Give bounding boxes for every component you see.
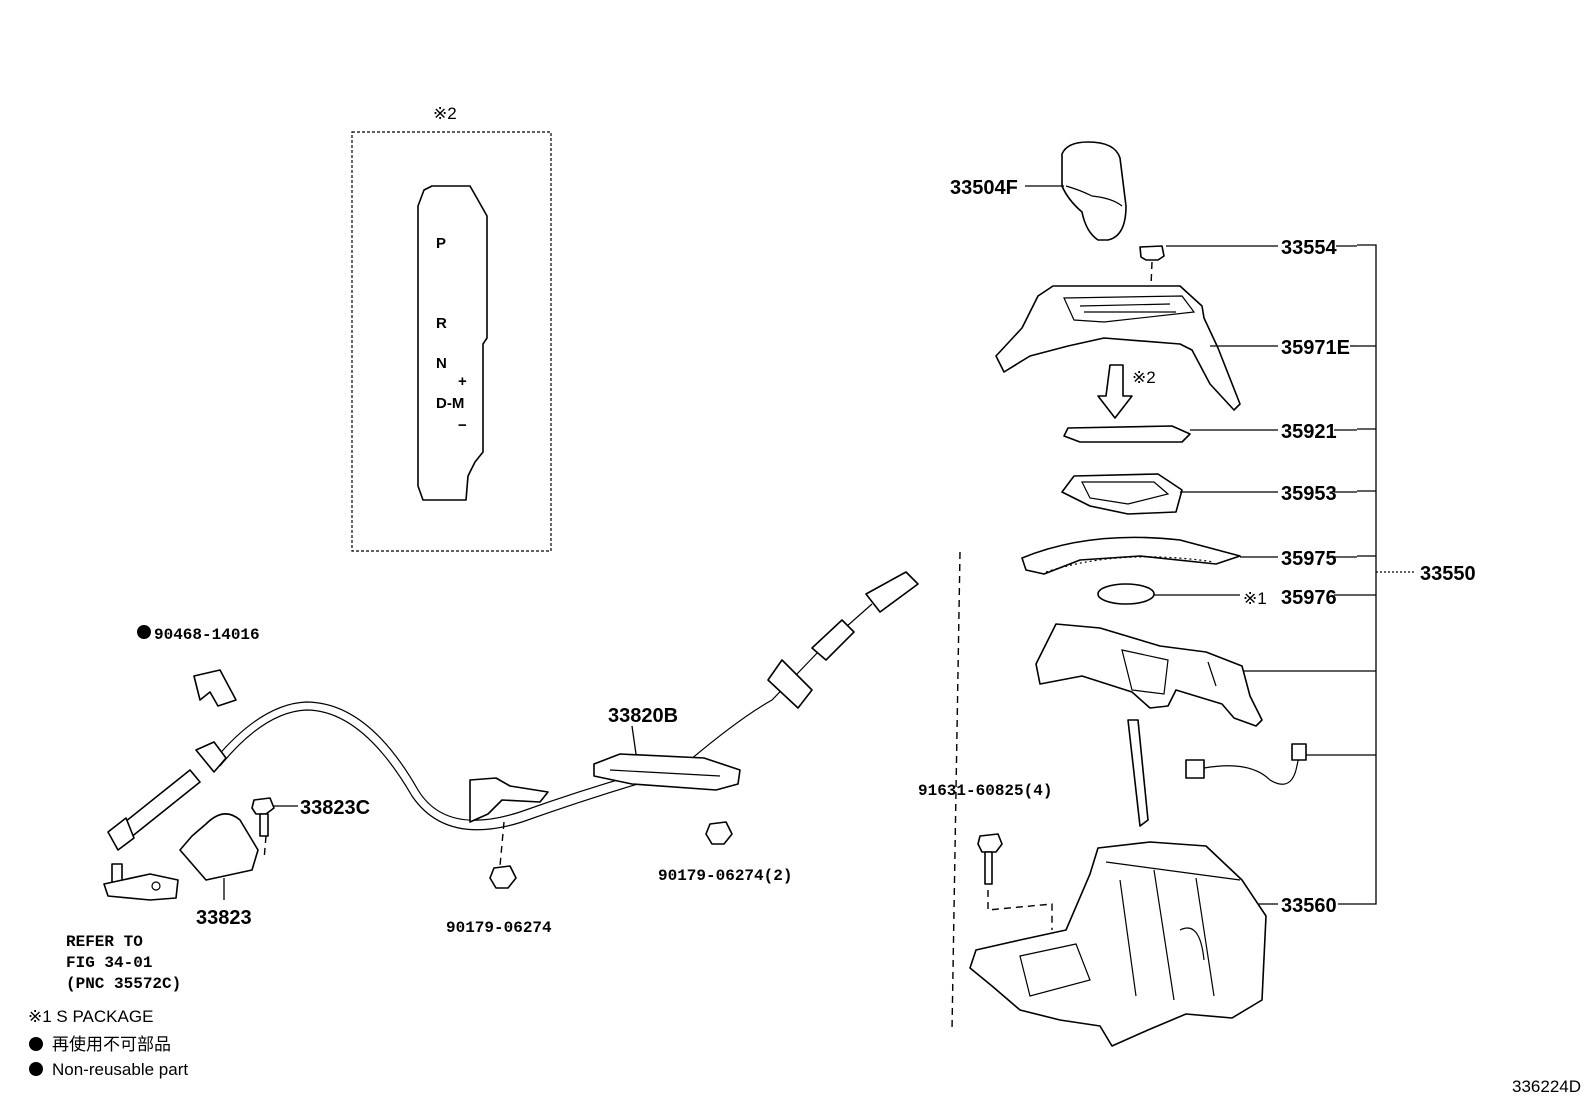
lever-base: 33560 xyxy=(969,719,1357,1047)
label-assembly: 33550 xyxy=(1420,563,1476,585)
refer-line-1: REFER TO xyxy=(66,933,143,951)
cable-support: 90179-06274 xyxy=(446,777,552,937)
refer-line-3: (PNC 35572C) xyxy=(66,975,181,993)
bracket-nut: 90179-06274(2) xyxy=(658,821,792,885)
label-bracket: 33823 xyxy=(196,907,252,929)
label-nonreuse-clip: 90468-14016 xyxy=(154,626,260,644)
label-bracket-bolt: 33823C xyxy=(300,797,370,819)
label-nut-double: 90179-06274(2) xyxy=(658,867,792,885)
gate-plus: + xyxy=(458,373,467,390)
indicator-plate: 35921 xyxy=(1063,421,1357,443)
label-slide-cover: 35975 xyxy=(1281,548,1337,570)
label-cable-bracket: 33820B xyxy=(608,705,678,727)
assembly-bracket xyxy=(1238,244,1414,905)
gate-minus: − xyxy=(458,417,467,434)
label-dust-frame: 35953 xyxy=(1281,483,1337,505)
gate-reference-arrow: ※2 xyxy=(1097,364,1156,419)
cable-mount-bracket: 33823 xyxy=(179,813,267,929)
cable-bracket: 33820B xyxy=(593,705,741,791)
slide-cover: 35975 xyxy=(1021,536,1357,575)
gate-pos-r: R xyxy=(436,315,447,332)
emblem: ※1 35976 xyxy=(1097,583,1357,609)
dust-frame: 35953 xyxy=(1061,473,1357,515)
label-knob: 33504F xyxy=(950,177,1018,199)
base-bolt: 91631-60825(4) xyxy=(918,782,1053,930)
gate-pos-p: P xyxy=(436,235,446,252)
cable-routing-line xyxy=(951,551,961,1031)
label-indicator-plate: 35921 xyxy=(1281,421,1337,443)
label-lever-base: 33560 xyxy=(1281,895,1337,917)
label-emblem: 35976 xyxy=(1281,587,1337,609)
nonreuse-mark-icon xyxy=(137,625,151,639)
legend-nonreuse-icon-en xyxy=(29,1062,43,1076)
legend: ※1 S PACKAGE 再使用不可部品 Non-reusable part xyxy=(28,1007,188,1079)
gate-pos-dm: D-M xyxy=(436,395,464,412)
shift-gate-plate xyxy=(417,185,488,501)
label-base-bolt: 91631-60825(4) xyxy=(918,782,1052,800)
inset-frame xyxy=(351,131,552,552)
refer-line-2: FIG 34-01 xyxy=(66,954,152,972)
shift-gate-inset: ※2 P R N D-M + − xyxy=(351,104,552,552)
upper-housing xyxy=(1035,623,1263,727)
shift-cable xyxy=(107,571,919,851)
nonreuse-clip: 90468-14016 xyxy=(137,625,260,707)
legend-s-package: ※1 S PACKAGE xyxy=(28,1007,153,1026)
wire-harness xyxy=(1185,743,1307,785)
legend-nonreuse-jp: 再使用不可部品 xyxy=(52,1034,171,1054)
refer-note: REFER TO FIG 34-01 (PNC 35572C) xyxy=(66,933,181,993)
bracket-bolt: 33823C xyxy=(251,797,370,837)
label-nut-single: 90179-06274 xyxy=(446,919,552,937)
linkage-stud xyxy=(103,863,179,901)
legend-nonreuse-icon-jp xyxy=(29,1037,43,1051)
emblem-note-mark: ※1 xyxy=(1243,589,1267,608)
label-clip: 33554 xyxy=(1281,237,1337,259)
figure-id: 336224D xyxy=(1512,1077,1581,1096)
arrow-note-mark: ※2 xyxy=(1132,368,1156,387)
legend-nonreuse-en: Non-reusable part xyxy=(52,1060,188,1079)
label-housing-cover: 35971E xyxy=(1281,337,1350,359)
inset-note-mark: ※2 xyxy=(433,104,457,123)
gate-pos-n: N xyxy=(436,355,447,372)
housing-cover: 35971E xyxy=(995,285,1357,411)
shift-knob: 33504F xyxy=(950,141,1127,241)
